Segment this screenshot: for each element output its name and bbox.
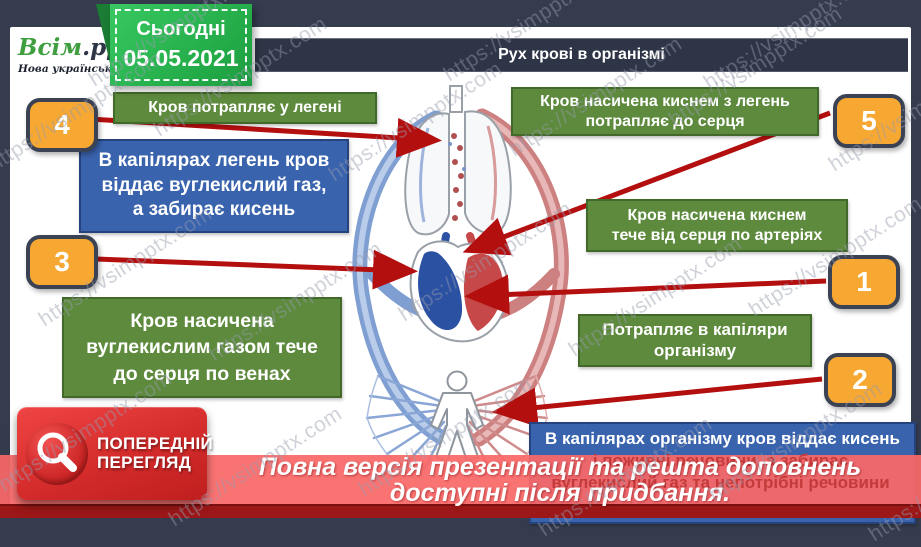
magnifier-icon bbox=[26, 422, 88, 485]
body-head-image bbox=[446, 370, 468, 392]
step-badge-3-number: 3 bbox=[54, 246, 70, 277]
slide-title-bar: Рух крові в організмі bbox=[255, 38, 908, 72]
label-arteries-flow: Кров насичена киснем тече від серця по а… bbox=[586, 199, 848, 253]
purchase-banner-line2: доступні після придбання. bbox=[389, 479, 731, 507]
label-text: Кров насичена bbox=[130, 310, 274, 332]
label-text: до серця по венах bbox=[113, 362, 291, 385]
label-text: потрапляє до серця bbox=[585, 112, 745, 130]
step-badge-1-number: 1 bbox=[856, 266, 872, 297]
label-blood-enters-lungs: Кров потрапляє у легені bbox=[113, 92, 377, 124]
label-text: вуглекислим газом тече bbox=[86, 336, 318, 359]
info-text-behind-banner: і поживні речовини, а забирає bbox=[592, 451, 849, 470]
purchase-banner-text: Повна версія презентації та решта доповн… bbox=[205, 454, 915, 506]
label-text: тече від серця по артеріях bbox=[611, 226, 823, 244]
heart-right-side-image bbox=[418, 251, 463, 331]
label-text: Кров насичена киснем bbox=[627, 207, 807, 224]
info-text-behind-banner: вуглекислий газ та непотрібні речовини bbox=[551, 473, 890, 492]
mediastinum-vessels bbox=[451, 133, 464, 221]
info-text: В капілярах організму кров віддає кисень bbox=[545, 429, 900, 448]
preview-button-label: ПОПЕРЕДНІЙ ПЕРЕГЛЯД bbox=[97, 434, 214, 472]
info-text: віддає вуглекислий газ, bbox=[101, 174, 327, 196]
preview-button-line1: ПОПЕРЕДНІЙ bbox=[97, 434, 214, 454]
label-text: Кров насичена киснем з легень bbox=[540, 93, 790, 110]
circulation-diagram-image bbox=[352, 85, 569, 470]
info-text: В капілярах легень кров bbox=[98, 150, 330, 171]
step-badge-4: 4 bbox=[26, 98, 98, 152]
date-card: Сьогодні 05.05.2021 bbox=[110, 4, 252, 86]
preview-button[interactable]: ПОПЕРЕДНІЙ ПЕРЕГЛЯД bbox=[17, 407, 213, 500]
info-text: а забирає кисень bbox=[132, 199, 296, 221]
info-lung-capillaries: В капілярах легень кров віддає вуглекисл… bbox=[79, 139, 349, 234]
label-veins-flow: Кров насичена вуглекислим газом тече до … bbox=[62, 297, 342, 398]
trachea-image bbox=[449, 85, 463, 113]
slide-title: Рух крові в організмі bbox=[498, 46, 665, 63]
step-badge-5: 5 bbox=[833, 94, 905, 148]
date-card-title: Сьогодні bbox=[136, 18, 226, 40]
brand-name: Всім bbox=[18, 34, 83, 61]
step-badge-2: 2 bbox=[824, 353, 896, 407]
step-badge-3: 3 bbox=[26, 235, 98, 289]
label-oxygenated-blood-to-heart: Кров насичена киснем з легень потрапляє … bbox=[511, 87, 819, 137]
date-card-date: 05.05.2021 bbox=[123, 45, 239, 71]
label-text: Кров потрапляє у легені bbox=[148, 99, 342, 116]
step-badge-5-number: 5 bbox=[861, 105, 877, 136]
purchase-banner-strip bbox=[0, 504, 921, 518]
label-text: організму bbox=[653, 340, 737, 360]
label-body-capillaries-entry: Потрапляє в капіляри організму bbox=[578, 314, 812, 368]
step-badge-2-number: 2 bbox=[852, 364, 868, 395]
body-silhouette-image bbox=[430, 392, 484, 462]
step-badge-1: 1 bbox=[828, 255, 900, 309]
preview-button-line2: ПЕРЕГЛЯД bbox=[97, 452, 192, 472]
step-badge-4-number: 4 bbox=[54, 109, 70, 140]
label-text: Потрапляє в капіляри bbox=[602, 320, 788, 339]
purchase-banner-line1: Повна версія презентації та решта доповн… bbox=[258, 453, 862, 481]
